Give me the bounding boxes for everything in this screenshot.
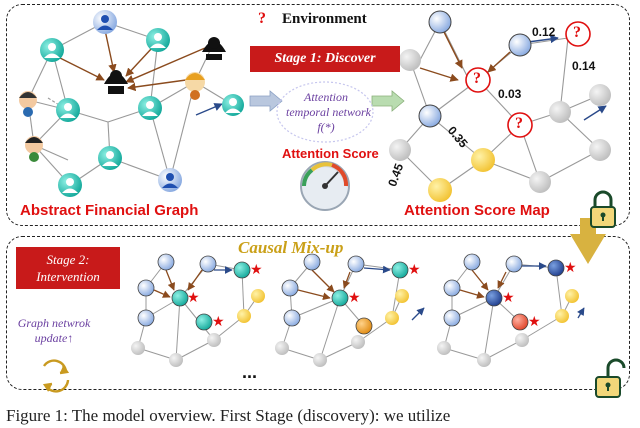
- environment-question-mark: ?: [473, 70, 481, 87]
- graph-node: [589, 139, 611, 161]
- stage1-label: Stage 1: Discover: [250, 46, 400, 72]
- stage2-region: [6, 236, 630, 390]
- mixup-graph-2: [275, 253, 409, 367]
- avatar-node: [19, 91, 37, 117]
- user-node: [98, 146, 122, 170]
- attention-network-line3: f(*): [317, 120, 335, 134]
- graph-node: [589, 84, 611, 106]
- star-icon: ★: [212, 314, 225, 330]
- score-map-arrows: [419, 31, 511, 82]
- avatar-node: [25, 136, 43, 162]
- star-icon: ★: [528, 314, 541, 330]
- network-cloud: [276, 81, 374, 143]
- environment-marker: [565, 21, 591, 47]
- hacker-icon: [202, 37, 226, 60]
- mixup-graph-3: [437, 253, 579, 367]
- figure-caption: Figure 1: The model overview. First Stag…: [6, 406, 451, 425]
- abstract-graph-title: Abstract Financial Graph: [20, 202, 199, 219]
- star-icon: ★: [187, 290, 200, 306]
- graph-update-label: Graph netwrok update↑: [14, 316, 94, 346]
- environment-marker: [465, 67, 491, 93]
- environment-question-mark: ?: [573, 24, 581, 41]
- refresh-icon: [42, 359, 70, 393]
- ellipsis: ...: [242, 362, 258, 382]
- graph-node: [399, 49, 421, 71]
- environment-question-mark: ?: [515, 115, 523, 132]
- flow-arrow-1: [249, 90, 283, 112]
- user-node: [222, 94, 244, 116]
- stage-transition-arrow: [570, 218, 606, 264]
- attention-score-label: Attention Score: [282, 146, 379, 161]
- lock-closed-icon: [590, 190, 616, 228]
- star-icon: ★: [348, 290, 361, 306]
- stage2-label-line1: Stage 2:: [46, 252, 90, 267]
- graph-node: [529, 171, 551, 193]
- graph-node: [508, 33, 532, 57]
- environment-legend-label: Environment: [282, 11, 367, 27]
- hacker-icon: [104, 70, 128, 94]
- mixup-graph-1: [131, 253, 265, 367]
- user-node: [93, 10, 117, 34]
- environment-marker-legend: ?: [258, 10, 266, 27]
- user-node: [40, 38, 64, 62]
- stage1-region: [6, 4, 630, 226]
- star-icon: ★: [564, 260, 577, 276]
- graph-node: [428, 178, 452, 202]
- edge-score-label: 0.12: [532, 25, 556, 39]
- edge-score-label: 0.03: [498, 87, 522, 101]
- lock-open-icon: [595, 358, 626, 398]
- gauge-icon: [300, 161, 350, 211]
- abstract-graph-arrows: [59, 29, 206, 92]
- attention-network-line1: Attention: [304, 90, 348, 104]
- user-node: [146, 28, 170, 52]
- graph-update-line2: update↑: [34, 331, 74, 345]
- attention-network-label: Attention temporal network f(*): [286, 90, 371, 135]
- graph-node: [471, 148, 495, 172]
- star-icon: ★: [502, 290, 515, 306]
- edge-score-label: 0.14: [572, 59, 596, 73]
- user-node: [138, 96, 162, 120]
- avatar-node: [185, 72, 205, 100]
- causal-mixup-label: Causal Mix-up: [238, 238, 344, 257]
- attention-network-line2: temporal network: [286, 105, 371, 119]
- graph-node: [389, 139, 411, 161]
- star-icon: ★: [250, 262, 263, 278]
- stage2-label: Stage 2: Intervention: [16, 247, 120, 289]
- attention-score-map-title: Attention Score Map: [404, 202, 550, 219]
- graph-node: [428, 10, 452, 34]
- star-icon: ★: [408, 262, 421, 278]
- graph-update-line1: Graph netwrok: [17, 316, 91, 330]
- user-node: [158, 168, 182, 192]
- user-node: [56, 98, 80, 122]
- stage2-label-line2: Intervention: [36, 269, 100, 284]
- user-node: [58, 173, 82, 197]
- graph-node: [549, 101, 571, 123]
- flow-arrow-2: [371, 90, 405, 112]
- environment-marker: [507, 112, 533, 138]
- graph-node: [418, 104, 442, 128]
